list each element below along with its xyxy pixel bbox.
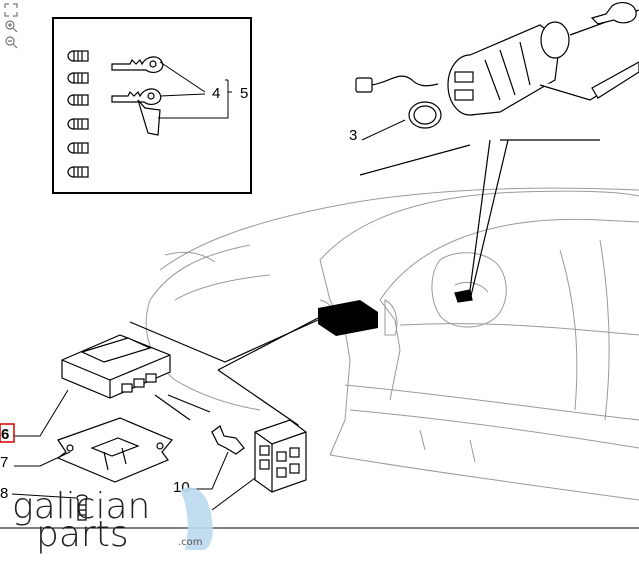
fullscreen-icon[interactable] bbox=[4, 3, 18, 17]
logo-line1: galician bbox=[12, 486, 150, 527]
pointer-lines bbox=[359, 139, 600, 303]
car-outline bbox=[145, 187, 639, 501]
zoom-toolbar bbox=[4, 3, 20, 51]
control-unit-box bbox=[61, 334, 171, 399]
galicianparts-logo: galician parts .com bbox=[12, 486, 213, 555]
callout-3[interactable]: 3 bbox=[349, 127, 357, 144]
key-lock-inset bbox=[52, 17, 252, 194]
control-unit-location bbox=[318, 300, 378, 336]
selected-callout-highlight bbox=[0, 423, 15, 443]
callout-4[interactable]: 4 bbox=[212, 85, 220, 102]
callout-7[interactable]: 7 bbox=[0, 454, 8, 471]
lock-cylinder-set bbox=[67, 50, 89, 178]
callout-6[interactable]: 6 bbox=[1, 426, 9, 443]
key-icon bbox=[111, 56, 164, 136]
zoom-in-icon[interactable] bbox=[4, 19, 18, 33]
zoom-out-icon[interactable] bbox=[4, 35, 18, 49]
terminal-clip bbox=[211, 425, 245, 455]
mounting-bracket bbox=[56, 417, 173, 483]
logo-line2: parts bbox=[36, 514, 129, 555]
callout-8[interactable]: 8 bbox=[0, 485, 8, 502]
callout-5[interactable]: 5 bbox=[240, 85, 248, 102]
logo-suffix: .com bbox=[178, 537, 203, 548]
ignition-switch-assembly bbox=[355, 2, 639, 129]
bolt-part bbox=[76, 494, 88, 521]
connector-block bbox=[254, 419, 307, 493]
